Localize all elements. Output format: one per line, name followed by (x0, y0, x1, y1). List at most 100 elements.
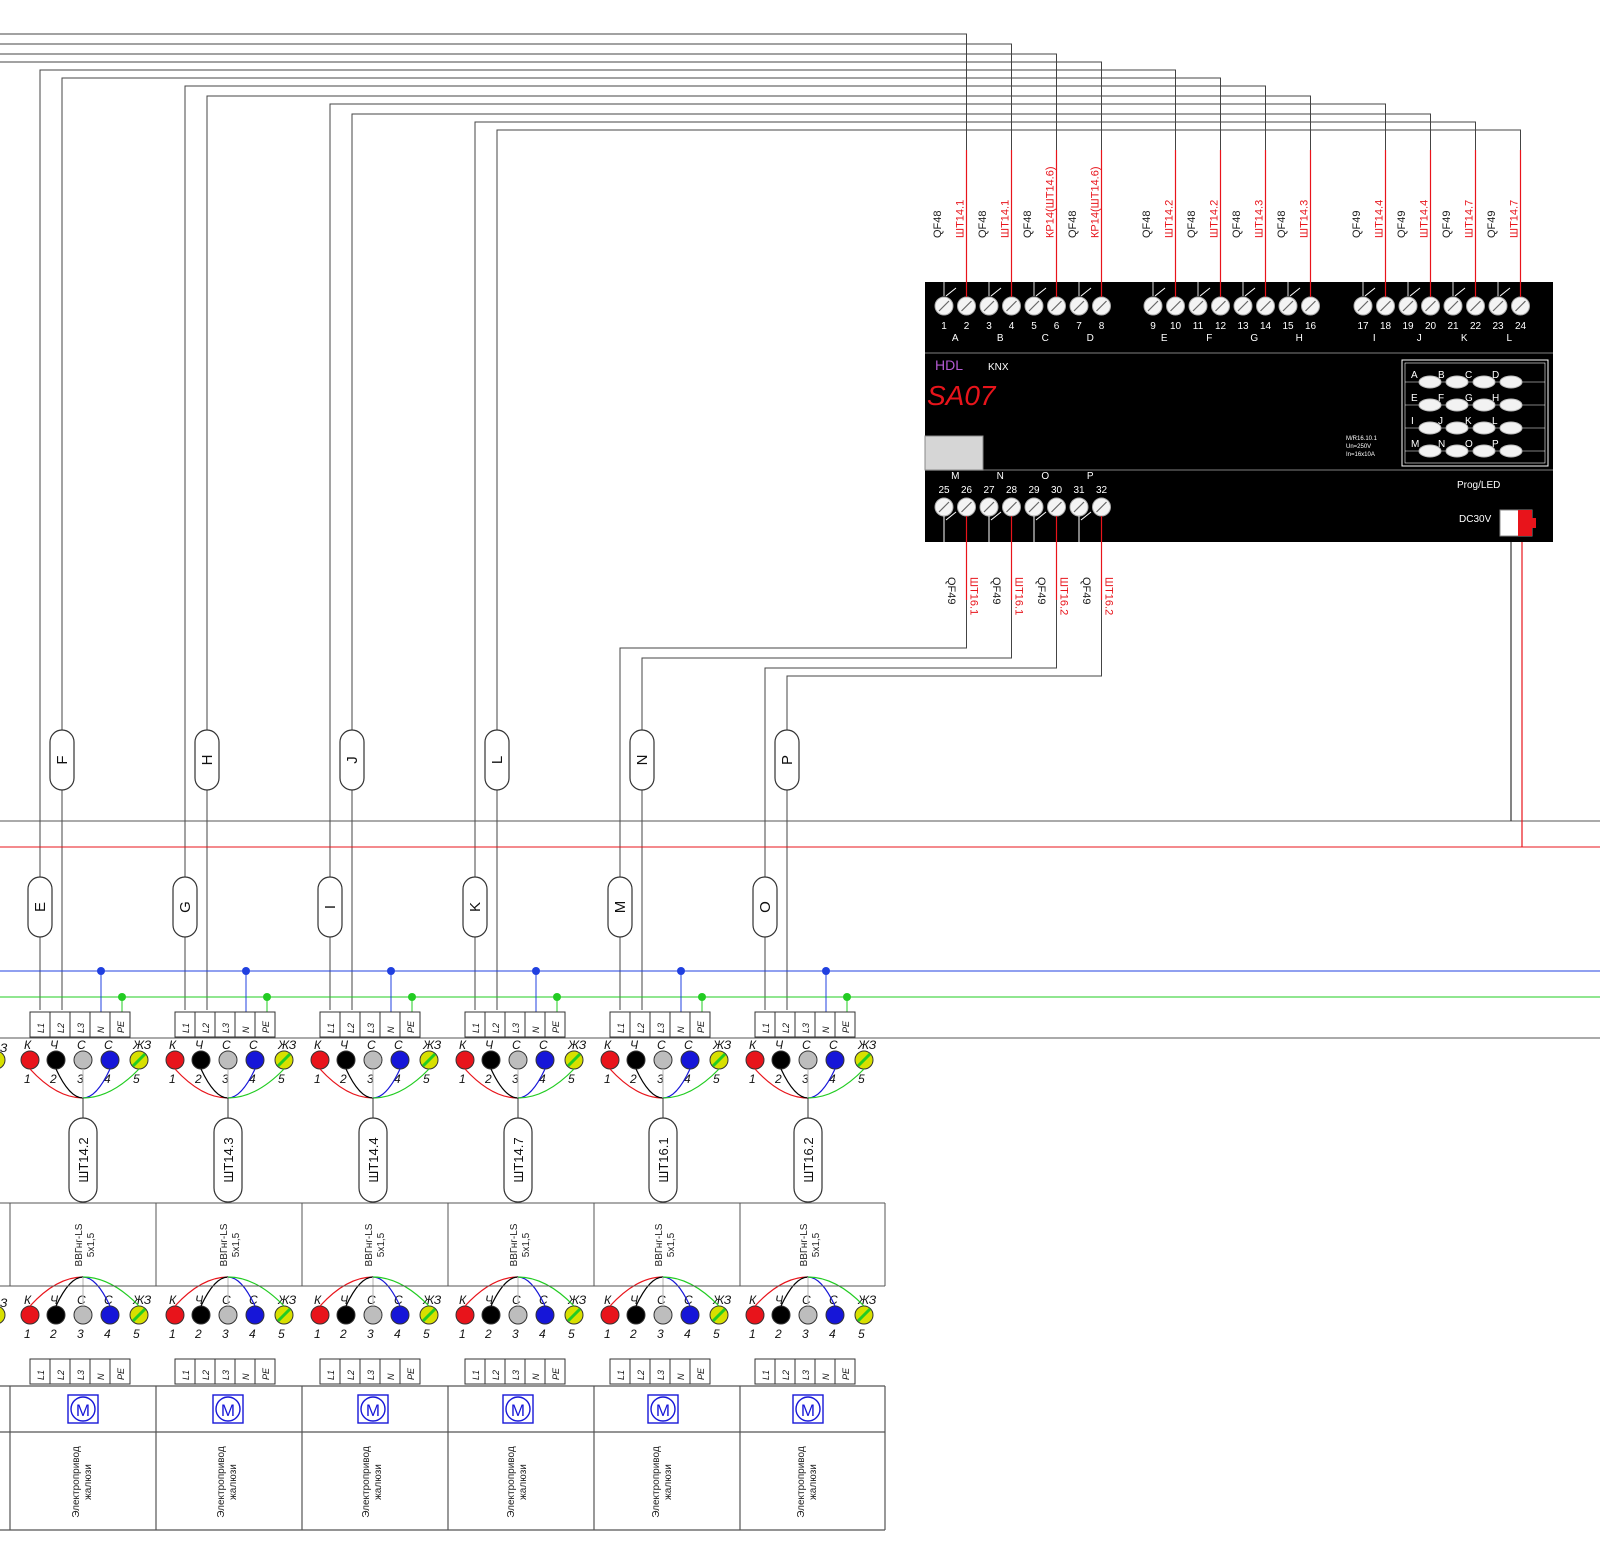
manual-switch-button[interactable] (1472, 375, 1496, 389)
conductor (481, 1305, 501, 1325)
conductor-core (508, 1050, 528, 1070)
channel-letter: A (952, 333, 959, 344)
feed-wire-channel (329, 103, 1386, 1010)
terminal-cell-label: L2 (636, 1370, 646, 1380)
conductor-core (481, 1050, 501, 1070)
core-number: 3 (512, 1072, 519, 1086)
manual-switch-button[interactable] (1499, 444, 1523, 458)
manual-switch-button[interactable] (1418, 421, 1442, 435)
terminal-cell-label: PE (696, 1367, 706, 1380)
feed-wire-channel (206, 95, 1311, 1010)
terminal-cell-label: L1 (36, 1370, 46, 1380)
motor-symbol: M (801, 1401, 815, 1420)
manual-switch-button[interactable] (1418, 444, 1442, 458)
core-color-letter: ЖЗ (567, 1293, 587, 1307)
core-fan-line (200, 1068, 229, 1099)
core-color-letter: С (367, 1038, 376, 1052)
conductor-core (745, 1050, 765, 1070)
manual-switch-button[interactable] (1499, 398, 1523, 412)
neutral-junction (97, 967, 105, 975)
core-color-letter: С (222, 1293, 231, 1307)
screw-slot (1515, 300, 1526, 312)
core-color-letter: ЖЗ (132, 1293, 152, 1307)
terminal-cell-label: L2 (56, 1023, 66, 1033)
screw-slot (1096, 501, 1107, 513)
core-color-letter: С (802, 1038, 811, 1052)
prog-led-label: Prog/LED (1457, 480, 1500, 491)
wire-marker-letter: F (54, 755, 71, 764)
terminal-source-label: КР14(ШТ14.6) (1045, 166, 1057, 238)
relay-contact (945, 287, 957, 297)
core-color-letter: С (77, 1293, 86, 1307)
screw-slot (1006, 300, 1017, 312)
terminal-number: 25 (938, 485, 950, 496)
pe-stripe (131, 1307, 147, 1323)
core-number: 2 (194, 1327, 202, 1341)
terminal-source-label: ШТ16.2 (1058, 577, 1070, 615)
conductor (245, 1305, 265, 1325)
conductor (653, 1050, 673, 1070)
manual-switch-button[interactable] (1499, 421, 1523, 435)
conductor (165, 1050, 185, 1070)
core-fan-line (807, 1068, 865, 1099)
core-number: 4 (684, 1327, 691, 1341)
terminal-number: 30 (1051, 485, 1063, 496)
manual-switch-button[interactable] (1418, 375, 1442, 389)
manual-switch-button[interactable] (1445, 421, 1469, 435)
terminal-cell-label: L1 (761, 1370, 771, 1380)
pe-junction (118, 993, 126, 1001)
pe-stripe (566, 1052, 582, 1068)
core-fan-line (635, 1068, 664, 1099)
pe-junction (698, 993, 706, 1001)
conductor-core (73, 1050, 93, 1070)
manual-switch-button[interactable] (1499, 375, 1523, 389)
manual-switch-letter: P (1492, 439, 1499, 450)
core-fan-line (635, 1276, 664, 1307)
terminal-source-label: QF48 (1141, 210, 1153, 238)
conductor (854, 1050, 874, 1070)
manual-switch-button[interactable] (1445, 398, 1469, 412)
manual-switch-button[interactable] (1445, 375, 1469, 389)
manual-switch-button[interactable] (1472, 398, 1496, 412)
conductor (46, 1050, 66, 1070)
feed-wire-top (0, 61, 1102, 150)
conductor-core (191, 1305, 211, 1325)
wire-marker (629, 729, 655, 791)
feed-wire-channel (496, 129, 1521, 1010)
screw-slot (1425, 300, 1436, 312)
conductor (73, 1050, 93, 1070)
cabinet-marker (503, 1117, 533, 1203)
core-number: 2 (49, 1327, 57, 1341)
conductor-core (363, 1305, 383, 1325)
core-color-letter: К (459, 1293, 467, 1307)
terminal-number: 11 (1193, 321, 1204, 332)
screw-slot (1051, 300, 1062, 312)
manual-switch-letter: O (1465, 439, 1473, 450)
core-number: 4 (249, 1072, 256, 1086)
cable-size: 5х1,5 (666, 1232, 677, 1257)
terminal-number: 5 (1031, 321, 1037, 332)
manual-switch-button[interactable] (1472, 421, 1496, 435)
manual-switch-button[interactable] (1445, 444, 1469, 458)
terminal-cell-label: N (531, 1373, 541, 1380)
manual-switch-button[interactable] (1472, 444, 1496, 458)
cable-type: ВВГнг-LS (74, 1223, 85, 1266)
wire-marker-letter: J (344, 756, 361, 764)
core-color-letter: С (657, 1038, 666, 1052)
relay-contact (1035, 287, 1047, 297)
conductor-core (20, 1050, 40, 1070)
core-fan-line (517, 1068, 575, 1099)
core-number: 4 (829, 1072, 836, 1086)
core-color-letter: С (539, 1293, 548, 1307)
manual-switch-button[interactable] (1418, 398, 1442, 412)
power-connector-pin (1518, 510, 1532, 536)
device-label-window (924, 435, 984, 471)
motor-symbol: M (221, 1401, 235, 1420)
neutral-junction (822, 967, 830, 975)
terminal-number: 13 (1237, 321, 1249, 332)
core-color-letter: ЖЗ (422, 1293, 442, 1307)
cabinet-marker-label: ШТ14.7 (511, 1137, 526, 1182)
core-color-letter: Ч (630, 1038, 639, 1052)
core-number: 5 (713, 1327, 720, 1341)
